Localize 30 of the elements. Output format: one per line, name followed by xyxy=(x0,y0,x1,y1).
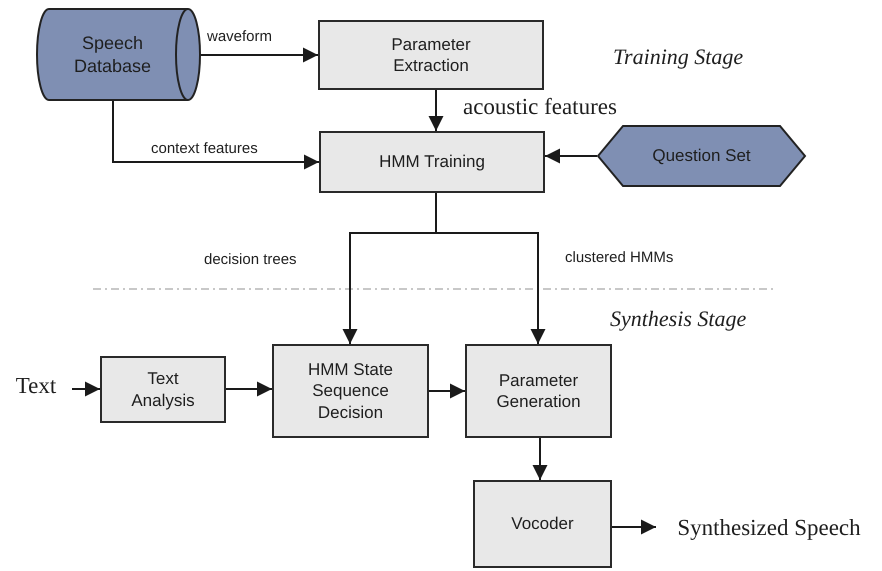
box-label: Vocoder xyxy=(511,513,574,535)
box-label: Parameter Extraction xyxy=(390,34,472,76)
arrow xyxy=(435,193,546,344)
arrow xyxy=(532,438,548,480)
output-text: Synthesized Speech xyxy=(660,510,878,546)
arrow xyxy=(429,384,465,398)
box-label: HMM Training xyxy=(379,151,485,173)
process-box xyxy=(465,344,612,438)
process-box xyxy=(272,344,429,438)
box-label: HMM State Sequence Decision xyxy=(306,359,394,423)
arrow xyxy=(112,101,319,170)
box-label: Parameter Generation xyxy=(495,370,582,412)
box-label: Question Set xyxy=(652,145,751,167)
arrow xyxy=(200,48,318,62)
arrow xyxy=(612,520,656,534)
stage-title: Synthesis Stage xyxy=(610,306,746,332)
process-box xyxy=(473,480,612,568)
process-box xyxy=(319,131,545,193)
arrow xyxy=(226,382,272,396)
hexagon-shape xyxy=(597,125,806,187)
process-box xyxy=(100,356,226,423)
database-cylinder xyxy=(37,8,200,101)
arrow xyxy=(72,382,100,396)
box-label: Speech Database xyxy=(72,32,152,77)
arrow xyxy=(545,148,597,164)
process-box xyxy=(318,20,544,90)
input-text: Text xyxy=(8,368,64,404)
arrow xyxy=(428,90,444,131)
stage-title: Training Stage xyxy=(613,44,744,70)
box-label: Text Analysis xyxy=(130,368,196,411)
